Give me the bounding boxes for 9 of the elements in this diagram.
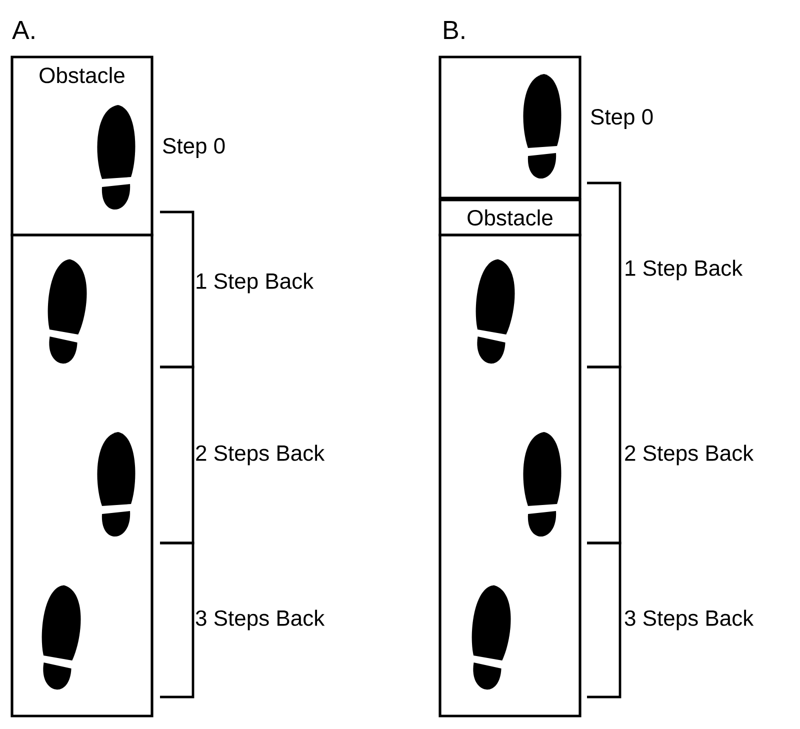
step-label: 1 Step Back: [626, 260, 743, 280]
step-label: 3 Steps Back: [624, 610, 754, 630]
step-box: [10, 234, 154, 718]
step-box: [438, 234, 582, 718]
step-label: 3 Steps Back: [196, 610, 325, 630]
step-box: [438, 56, 582, 200]
step-label: 1 Step Back: [196, 272, 314, 294]
obstacle-box: Obstacle: [10, 56, 154, 236]
obstacle-box: Obstacle: [438, 198, 582, 236]
